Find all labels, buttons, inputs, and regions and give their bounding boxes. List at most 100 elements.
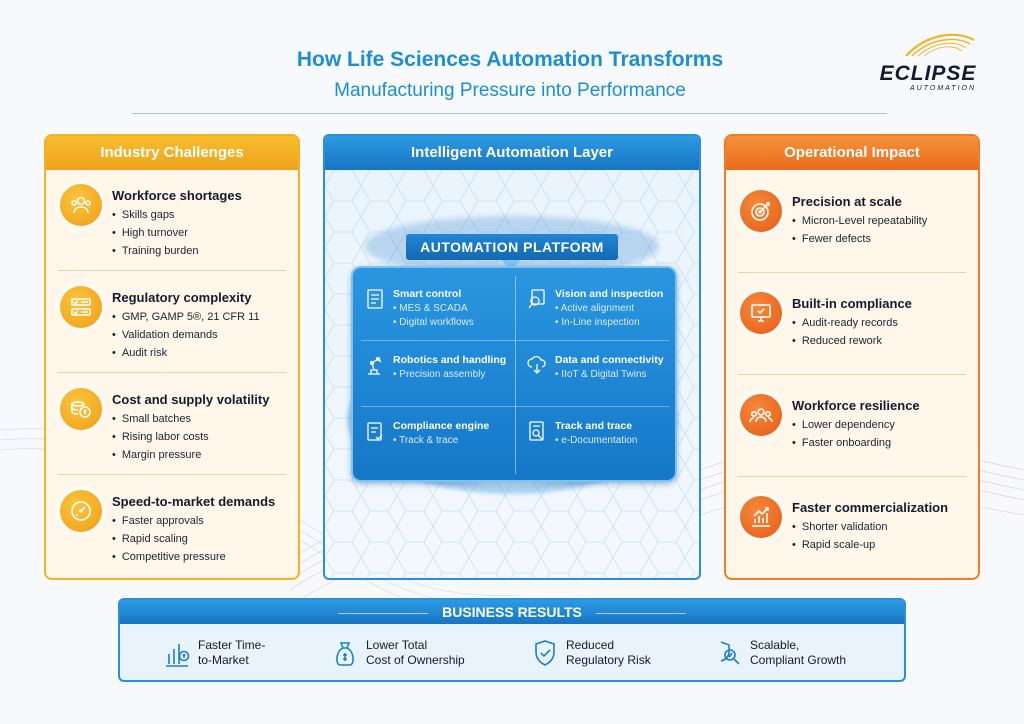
- money-bag-icon: [336, 642, 354, 666]
- bullet: Competitive pressure: [112, 548, 226, 566]
- page-title: How Life Sciences Automation Transforms: [296, 48, 724, 71]
- coins-icon: [60, 388, 102, 430]
- tracking-doc-icon: [529, 421, 544, 441]
- result-line: Faster Time-: [198, 638, 266, 652]
- cell-title: Robotics and handling: [393, 354, 507, 366]
- result-line: Compliant Growth: [750, 653, 847, 667]
- item-title: Regulatory complexity: [112, 290, 252, 305]
- divider: [58, 372, 286, 373]
- page-subtitle: Manufacturing Pressure into Performance: [334, 80, 686, 101]
- logo-swoosh-icon: [905, 33, 975, 57]
- shield-check-icon: [535, 640, 555, 666]
- eclipse-logo: ECLIPSE AUTOMATION: [866, 26, 990, 96]
- bullet: Validation demands: [112, 326, 260, 344]
- bullet: Training burden: [112, 242, 199, 260]
- cell-bullet: MES & SCADA: [393, 302, 474, 316]
- bullet: Rapid scaling: [112, 530, 226, 548]
- target-icon: [740, 190, 782, 232]
- item-title: Cost and supply volatility: [112, 392, 270, 407]
- divider: [738, 374, 966, 375]
- cell-bullet: Track & trace: [393, 434, 458, 448]
- grid-divider: [361, 406, 669, 407]
- item-title: Faster commercialization: [792, 500, 949, 515]
- result-text: Scalable,Compliant Growth: [750, 638, 846, 668]
- result-line: Lower Total: [366, 638, 428, 652]
- checklist-icon: [60, 286, 102, 328]
- capability-cell: Compliance engine Track & trace: [357, 414, 515, 474]
- panel-heading: Industry Challenges: [46, 136, 298, 170]
- grid-divider: [361, 340, 669, 341]
- capability-cell: Robotics and handling Precision assembly: [357, 348, 515, 408]
- bullet: Audit-ready records: [792, 314, 898, 332]
- bullet: Rapid scale-up: [792, 536, 887, 554]
- cell-bullet: In-Line inspection: [555, 316, 639, 330]
- platform-label: AUTOMATION PLATFORM: [325, 234, 699, 260]
- cell-bullet: e-Documentation: [555, 434, 637, 448]
- results-heading-bar: BUSINESS RESULTS: [120, 600, 904, 624]
- bar-growth-icon: [166, 644, 190, 667]
- bullet: Rising labor costs: [112, 428, 209, 446]
- bullet: Margin pressure: [112, 446, 209, 464]
- item-title: Workforce shortages: [112, 188, 242, 203]
- cell-bullet: Digital workflows: [393, 316, 473, 330]
- cell-title: Smart control: [393, 288, 462, 300]
- result-line: Scalable,: [750, 638, 800, 652]
- capability-cell: Vision and inspection Active alignment I…: [519, 282, 677, 342]
- item-title: Precision at scale: [792, 194, 902, 209]
- bullet: Lower dependency: [792, 416, 895, 434]
- business-results-panel: BUSINESS RESULTS Faster Time-to-Market L…: [118, 598, 906, 682]
- monitor-check-icon: [740, 292, 782, 334]
- cloud-icon: [527, 355, 546, 374]
- platform-title: AUTOMATION PLATFORM: [406, 234, 618, 260]
- item-title: Speed-to-market demands: [112, 494, 276, 509]
- capability-cell: Track and trace e-Documentation: [519, 414, 677, 474]
- header-divider: [132, 113, 887, 114]
- result-line: to-Market: [198, 653, 249, 667]
- intelligent-automation-panel: Intelligent Automation Layer AUTOMATION …: [323, 134, 701, 580]
- scalable-search-icon: [720, 641, 740, 665]
- bullet: Faster approvals: [112, 512, 226, 530]
- cell-bullet: Precision assembly: [393, 368, 485, 382]
- capability-cell: Smart control MES & SCADA Digital workfl…: [357, 282, 515, 342]
- people-icon: [60, 184, 102, 226]
- result-text: Faster Time-to-Market: [198, 638, 265, 668]
- capability-cell: Data and connectivity IIoT & Digital Twi…: [519, 348, 677, 408]
- grid-divider: [515, 276, 516, 474]
- platform-grid: Smart control MES & SCADA Digital workfl…: [351, 266, 677, 482]
- logo-subtext: AUTOMATION: [910, 85, 977, 92]
- clipboard-check-icon: [367, 422, 383, 441]
- bullet: Micron-Level repeatability: [792, 212, 927, 230]
- heading-dash: [338, 612, 429, 614]
- bullet: Skills gaps: [112, 206, 199, 224]
- bullet: Faster onboarding: [792, 434, 895, 452]
- bullet: High turnover: [112, 224, 199, 242]
- results-heading: BUSINESS RESULTS: [442, 604, 582, 620]
- document-icon: [367, 289, 383, 309]
- speedometer-icon: [60, 490, 102, 532]
- bullet: Audit risk: [112, 344, 260, 362]
- item-title: Workforce resilience: [792, 398, 920, 413]
- cell-bullet: Active alignment: [555, 302, 640, 316]
- result-line: Regulatory Risk: [566, 653, 651, 667]
- industry-challenges-panel: Industry Challenges Workforce shortages …: [44, 134, 300, 580]
- growth-chart-icon: [740, 496, 782, 538]
- panel-heading: Operational Impact: [726, 136, 978, 170]
- bullet: Reduced rework: [792, 332, 898, 350]
- bullet: Fewer defects: [792, 230, 927, 248]
- result-line: Reduced: [566, 638, 615, 652]
- cell-title: Track and trace: [555, 420, 633, 432]
- divider: [738, 476, 966, 477]
- divider: [738, 272, 966, 273]
- cell-title: Compliance engine: [393, 420, 490, 432]
- bullet: GMP, GAMP 5®, 21 CFR 11: [112, 308, 260, 326]
- logo-wordmark: ECLIPSE: [879, 62, 977, 85]
- cell-title: Data and connectivity: [555, 354, 664, 366]
- divider: [58, 270, 286, 271]
- panel-heading: Intelligent Automation Layer: [325, 136, 699, 170]
- bullet: Shorter validation: [792, 518, 888, 536]
- magnifier-icon: [528, 289, 545, 309]
- heading-dash: [595, 612, 686, 614]
- team-icon: [740, 394, 782, 436]
